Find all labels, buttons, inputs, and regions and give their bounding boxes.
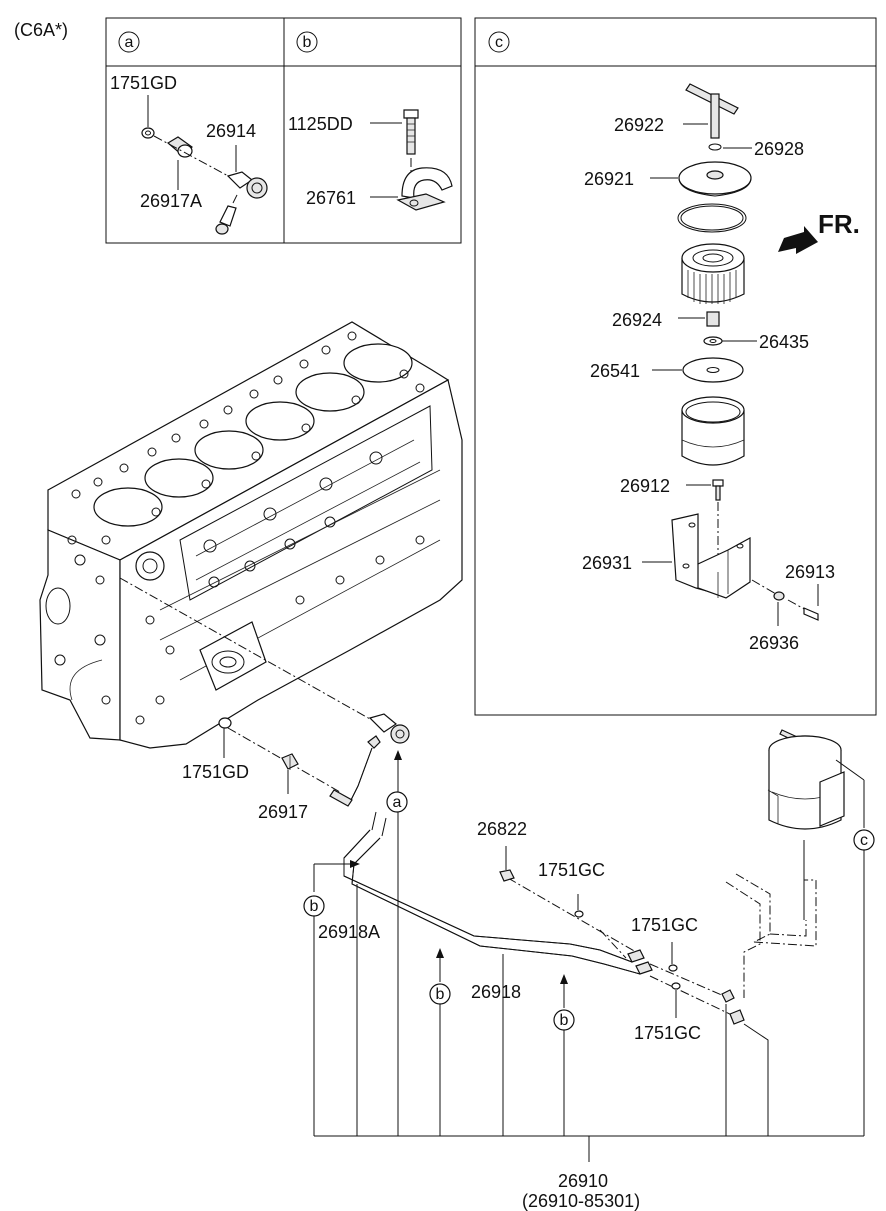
label-26541: 26541 [590, 361, 640, 381]
t-handle [683, 83, 739, 139]
label-26912: 26912 [620, 476, 670, 496]
detail-panel-c: c FR. [474, 17, 877, 716]
marker-c-main: c [853, 829, 875, 851]
svg-text:b: b [436, 986, 445, 1003]
panel-a-marker: a [118, 31, 140, 53]
svg-text:c: c [495, 34, 503, 51]
head-bolt-holes [71, 331, 425, 545]
label-26928: 26928 [754, 139, 804, 159]
detail-panel-ab: a b 1751GD [105, 17, 462, 244]
label-26924: 26924 [612, 310, 662, 330]
filter-cover [650, 161, 752, 197]
panel-b-parts [370, 109, 453, 211]
label-1751GC-1: 1751GC [538, 860, 605, 880]
cylinder-bores [93, 343, 413, 527]
svg-text:b: b [560, 1012, 569, 1029]
label-1751GD-a: 1751GD [110, 73, 177, 93]
panel-a-parts [141, 95, 268, 235]
filter-plate [652, 357, 744, 383]
assembly-leader-lines [313, 812, 865, 1162]
label-26913: 26913 [785, 562, 835, 582]
svg-text:b: b [310, 898, 319, 915]
label-26917: 26917 [258, 802, 308, 822]
label-1751GC-3: 1751GC [634, 1023, 701, 1043]
assembled-oil-filter [767, 729, 845, 920]
svg-text:a: a [393, 794, 402, 811]
filter-element [681, 243, 745, 304]
panel-b-marker: b [296, 31, 318, 53]
svg-text:b: b [303, 34, 312, 51]
label-26761: 26761 [306, 188, 356, 208]
engine-block-illustration [39, 321, 463, 749]
front-direction-arrow: FR. [778, 209, 860, 254]
filter-housing [681, 396, 745, 466]
variant-label: (C6A*) [14, 20, 68, 40]
marker-b-left: b [303, 895, 325, 917]
svg-text:c: c [860, 832, 868, 849]
label-26936: 26936 [749, 633, 799, 653]
label-26910-85301: (26910-85301) [522, 1191, 640, 1211]
label-26914: 26914 [206, 121, 256, 141]
label-26918: 26918 [471, 982, 521, 1002]
block-side-details [45, 405, 441, 725]
filter-bracket [642, 513, 751, 599]
label-1751GD-main: 1751GD [182, 762, 249, 782]
label-26910: 26910 [558, 1171, 608, 1191]
label-1751GC-2: 1751GC [631, 915, 698, 935]
svg-text:FR.: FR. [818, 209, 860, 239]
label-26921: 26921 [584, 169, 634, 189]
panel-c-marker: c [488, 31, 510, 53]
marker-b-right: b [553, 1009, 575, 1031]
marker-b-middle: b [429, 983, 451, 1005]
label-26917A: 26917A [140, 191, 202, 211]
label-26435: 26435 [759, 332, 809, 352]
main-assembly: a b b b c [119, 577, 875, 1211]
marker-a-main: a [386, 791, 408, 813]
label-26918A: 26918A [318, 922, 380, 942]
label-26822: 26822 [477, 819, 527, 839]
label-1125DD: 1125DD [288, 114, 353, 134]
label-26931: 26931 [582, 553, 632, 573]
label-26922: 26922 [614, 115, 664, 135]
svg-text:a: a [125, 34, 134, 51]
